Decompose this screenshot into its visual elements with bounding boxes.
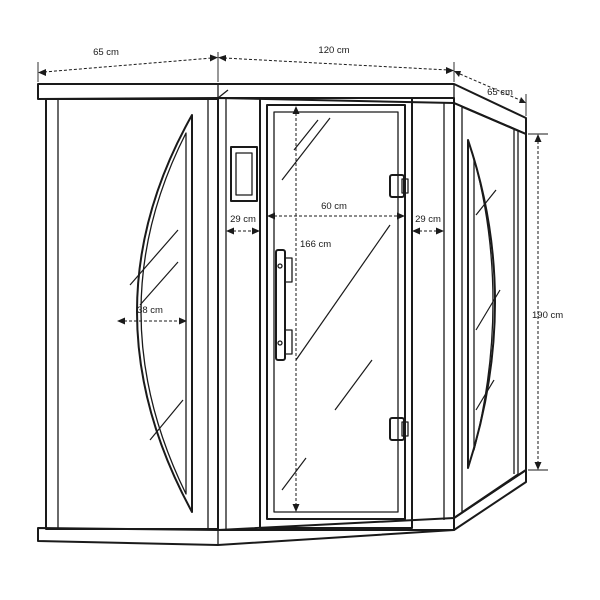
control-panel (230, 146, 258, 202)
dimension-lines (37, 52, 548, 512)
front-wall (217, 97, 455, 531)
label-right-side-panel: 29 cm (415, 214, 441, 225)
label-window-width: 38 cm (137, 305, 163, 316)
sauna-cabin (37, 83, 527, 546)
door-hinge-bottom (389, 417, 409, 441)
label-height: 190 cm (532, 310, 563, 321)
label-door-height: 166 cm (300, 239, 331, 250)
label-left-side-panel: 29 cm (230, 214, 256, 225)
door-hinge-top (389, 174, 409, 198)
label-right-depth: 65 cm (487, 87, 513, 98)
right-side-wall (453, 102, 527, 519)
base-slab (37, 469, 527, 546)
glass-door (259, 97, 413, 529)
roof-slab (37, 83, 527, 135)
label-front-width: 120 cm (318, 45, 349, 56)
right-curved-window (467, 139, 501, 469)
door-handle (275, 249, 293, 361)
label-door-width: 60 cm (321, 201, 347, 212)
dimension-labels: 65 cm 120 cm 65 cm 190 cm 60 cm 166 cm 2… (93, 45, 563, 321)
label-left-depth: 65 cm (93, 47, 119, 58)
